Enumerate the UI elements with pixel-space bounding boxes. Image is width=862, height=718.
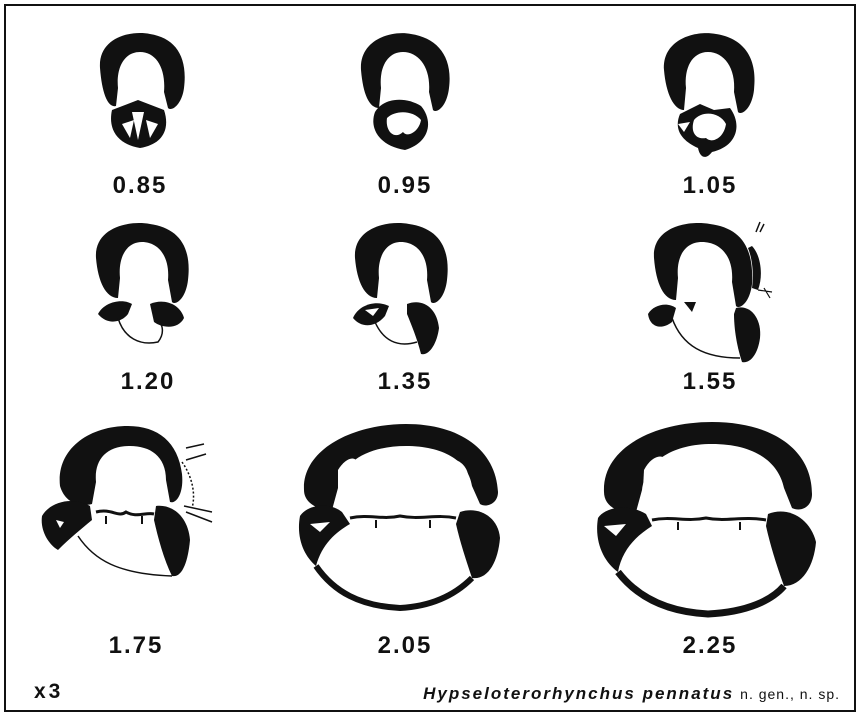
serial-section-1 [80, 28, 200, 158]
serial-section-6 [640, 218, 790, 368]
serial-section-5 [345, 218, 465, 363]
section-label-1: 0.85 [112, 172, 168, 199]
section-label-2: 0.95 [377, 172, 433, 199]
serial-section-3 [650, 28, 770, 168]
section-label-5: 1.35 [377, 368, 433, 395]
section-label-9: 2.25 [682, 632, 738, 659]
section-label-7: 1.75 [108, 632, 164, 659]
section-label-3: 1.05 [682, 172, 738, 199]
serial-section-9 [590, 418, 830, 618]
serial-section-4 [88, 218, 208, 358]
serial-section-7 [36, 420, 226, 590]
serial-section-2 [345, 28, 465, 158]
magnification-label: x3 [34, 680, 64, 703]
section-label-6: 1.55 [682, 368, 738, 395]
taxon-status: n. gen., n. sp. [740, 686, 840, 702]
serial-section-8 [290, 420, 520, 615]
section-label-8: 2.05 [377, 632, 433, 659]
section-label-4: 1.20 [120, 368, 176, 395]
figure-caption: Hypseloterorhynchus pennatus n. gen., n. … [423, 684, 840, 704]
taxon-name: Hypseloterorhynchus pennatus [423, 684, 735, 703]
